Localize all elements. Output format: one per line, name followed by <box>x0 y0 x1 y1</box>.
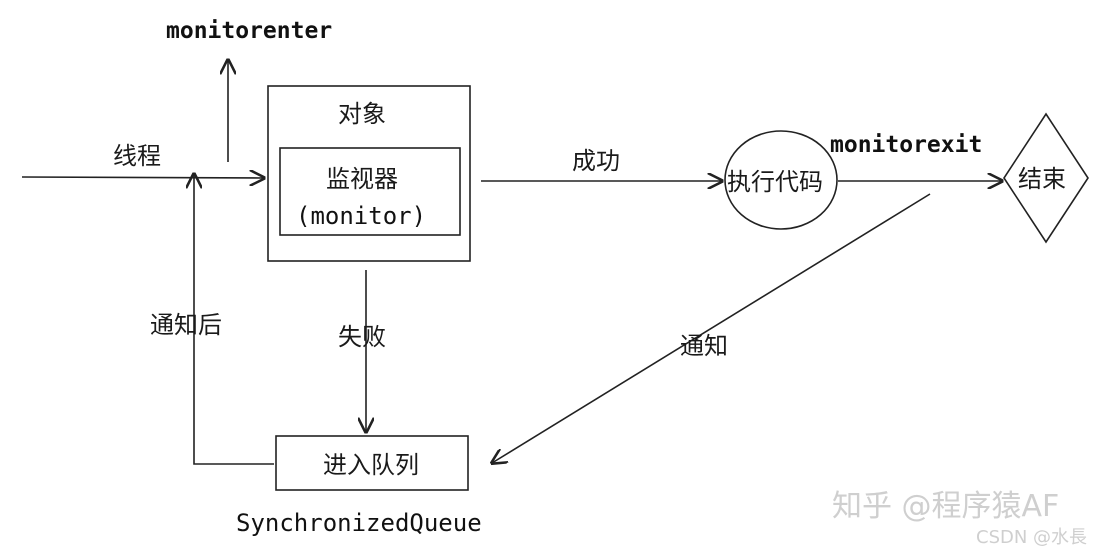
end-label: 结束 <box>1018 165 1066 193</box>
monitor-cn-label: 监视器 <box>326 165 398 193</box>
csdn-watermark: CSDN @水長 <box>976 527 1087 548</box>
object-box <box>267 85 471 262</box>
after-notify-arrow <box>194 174 274 465</box>
notify-arrow <box>492 193 931 463</box>
after-notify-label: 通知后 <box>150 311 222 339</box>
monitor-en-label: (monitor) <box>296 202 426 230</box>
end-diamond <box>1003 112 1089 244</box>
enter-queue-label: 进入队列 <box>323 451 419 479</box>
execute-code-node <box>724 130 838 230</box>
thread-label: 线程 <box>113 142 161 170</box>
sync-queue-label: SynchronizedQueue <box>236 509 482 537</box>
monitorexit-label: monitorexit <box>830 132 982 158</box>
execute-code-label: 执行代码 <box>727 168 823 196</box>
zhihu-watermark: 知乎 @程序猿AF <box>832 489 1059 524</box>
queue-box <box>275 435 469 491</box>
notify-label: 通知 <box>680 332 728 360</box>
thread-arrow <box>21 177 264 178</box>
success-label: 成功 <box>572 147 620 175</box>
monitor-box <box>279 147 461 236</box>
monitorenter-label: monitorenter <box>166 18 332 44</box>
object-label: 对象 <box>338 100 386 128</box>
fail-label: 失败 <box>338 323 386 351</box>
